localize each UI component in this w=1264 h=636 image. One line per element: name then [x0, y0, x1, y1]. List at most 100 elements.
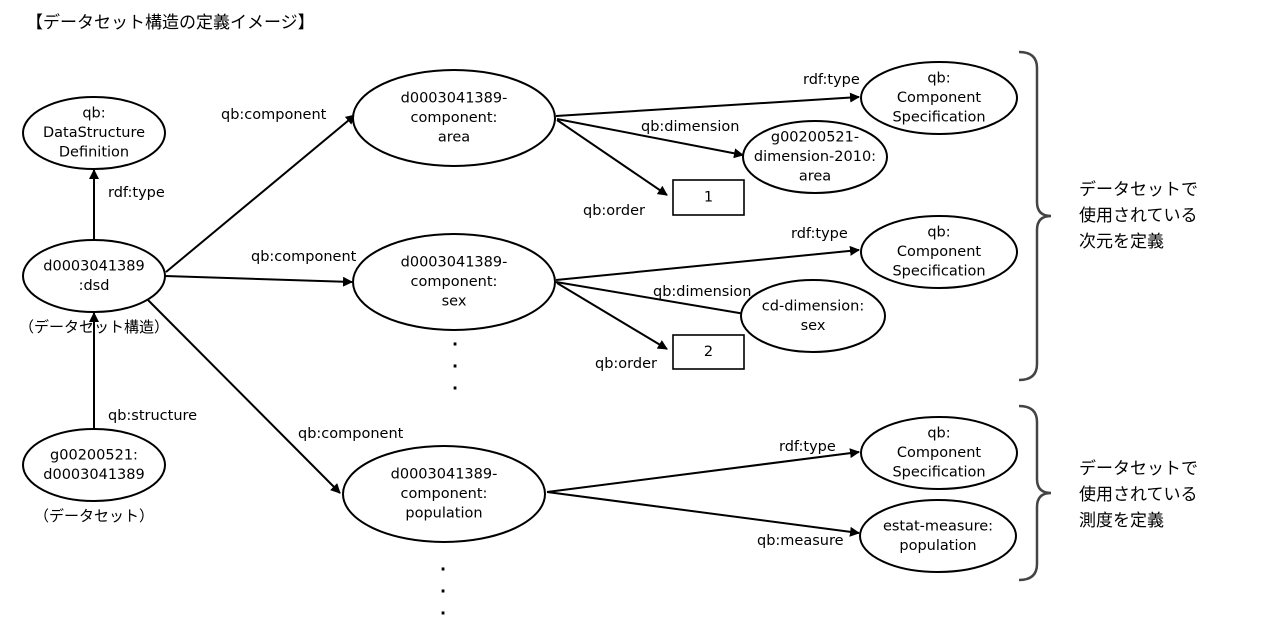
- node-label-line: dimension-2010:: [754, 149, 876, 165]
- node-label-line: qb:: [82, 106, 105, 122]
- node-label-line: Component: [897, 244, 981, 260]
- edge-sex-order: [556, 282, 668, 350]
- node-dim-sex: cd-dimension: sex: [740, 279, 886, 353]
- node-label-line: d0003041389-: [401, 255, 508, 271]
- ellipsis-dot: .: [440, 556, 446, 575]
- node-ellipse: [342, 445, 546, 543]
- node-ellipse: [740, 279, 886, 353]
- edge-label-comp-pop: qb:component: [298, 426, 404, 442]
- edge-area-type: [555, 92, 860, 117]
- node-label-line: Specification: [892, 110, 985, 126]
- caption-dsd: （データセット構造）: [19, 318, 169, 336]
- node-ellipse: [22, 428, 166, 502]
- diagram-title: 【データセット構造の定義イメージ】: [26, 13, 315, 33]
- node-label-line: area: [799, 169, 831, 185]
- node-label-line: population: [405, 506, 482, 522]
- node-ellipse: [352, 233, 556, 331]
- edge-area-dim: [556, 118, 744, 159]
- brace-measures: [1018, 404, 1052, 582]
- ellipsis-dot: .: [452, 375, 458, 394]
- node-label-line: component:: [411, 274, 498, 290]
- brace-label-measures: 使用されている: [1079, 484, 1198, 505]
- node-label-line: qb:: [927, 225, 950, 241]
- node-label-line: sex: [442, 294, 467, 310]
- node-label-line: cd-dimension:: [762, 298, 864, 314]
- node-label-line: d0003041389-: [401, 91, 508, 107]
- edge-label-area-type: rdf:type: [803, 72, 860, 88]
- edge-label-rdf-type-dsd: rdf:type: [108, 185, 165, 201]
- edge-comp-pop: [145, 297, 341, 494]
- edge-label-sex-type: rdf:type: [791, 226, 848, 242]
- node-box: [672, 334, 745, 370]
- node-label-line: d0003041389: [43, 467, 144, 483]
- node-label-line: g00200521:: [50, 447, 138, 463]
- node-dataset: g00200521: d0003041389: [22, 428, 166, 502]
- node-label-line: qb:: [927, 426, 950, 442]
- node-ellipse: [22, 96, 166, 170]
- node-label-line: Specification: [892, 264, 985, 280]
- node-label-line: population: [899, 538, 976, 554]
- node-ellipse: [352, 69, 556, 167]
- node-label-line: component:: [411, 110, 498, 126]
- ellipsis-dot: .: [452, 331, 458, 350]
- node-ellipse: [860, 416, 1018, 490]
- edge-sex-dim: [555, 281, 752, 319]
- node-label-line: Component: [897, 445, 981, 461]
- brace-label-measures: データセットで: [1079, 458, 1198, 479]
- edge-pop-measure: [546, 491, 860, 537]
- node-measure-pop: estat-measure: population: [859, 499, 1017, 573]
- node-label-line: sex: [801, 318, 826, 334]
- edge-comp-sex: [164, 275, 353, 287]
- brace-label-dimensions: データセットで: [1079, 179, 1198, 200]
- node-label-line: d0003041389: [43, 258, 144, 274]
- edge-area-order: [556, 119, 668, 196]
- node-ellipse: [860, 61, 1018, 135]
- node-comp-pop: d0003041389- component: population: [342, 445, 546, 543]
- node-label-line: d0003041389-: [391, 467, 498, 483]
- edge-label-pop-type: rdf:type: [779, 439, 836, 455]
- node-label-line: area: [438, 130, 470, 146]
- caption-dataset: （データセット）: [34, 507, 154, 525]
- annotations: （データセット構造） （データセット）...... データセットで使用されている次元…: [19, 50, 1198, 619]
- node-label-line: estat-measure:: [883, 518, 993, 534]
- brace-label-measures: 測度を定義: [1079, 511, 1164, 531]
- ellipsis-dot: .: [440, 600, 446, 619]
- edge-comp-area: [165, 114, 356, 273]
- node-label-line: Specification: [892, 465, 985, 481]
- brace-label-dimensions: 使用されている: [1079, 205, 1198, 226]
- edge-label-area-order: qb:order: [583, 203, 645, 219]
- edge-label-area-dim: qb:dimension: [641, 119, 739, 135]
- node-comp-area: d0003041389- component: area: [352, 69, 556, 167]
- node-label-line: 2: [704, 344, 713, 360]
- node-order2: 2: [672, 334, 745, 370]
- node-ellipse: [22, 239, 166, 313]
- node-dim-area: g00200521- dimension-2010: area: [742, 120, 888, 194]
- edge-label-qb-structure: qb:structure: [108, 408, 197, 424]
- node-label-line: component:: [401, 486, 488, 502]
- node-label-line: :dsd: [79, 278, 110, 294]
- node-label-line: qb:: [927, 71, 950, 87]
- edge-label-sex-dim: qb:dimension: [653, 284, 751, 300]
- node-label-line: Component: [897, 90, 981, 106]
- edge-label-comp-area: qb:component: [221, 107, 327, 123]
- node-label-line: Definition: [59, 145, 129, 161]
- ellipsis-dot: .: [452, 353, 458, 372]
- edge-pop-type: [546, 448, 860, 493]
- node-ellipse: [860, 215, 1018, 289]
- node-order1: 1: [672, 179, 745, 216]
- edge-labels: rdf:type qb:structure qb:component qb:compo…: [108, 72, 860, 549]
- brace-dimensions: [1018, 50, 1052, 382]
- node-label-line: g00200521-: [771, 130, 859, 146]
- ellipsis-dot: .: [440, 578, 446, 597]
- brace-label-dimensions: 次元を定義: [1079, 232, 1164, 252]
- node-comp-sex: d0003041389- component: sex: [352, 233, 556, 331]
- node-dsd: d0003041389 :dsd: [22, 239, 166, 313]
- edges: [89, 92, 860, 537]
- node-ellipse: [859, 499, 1017, 573]
